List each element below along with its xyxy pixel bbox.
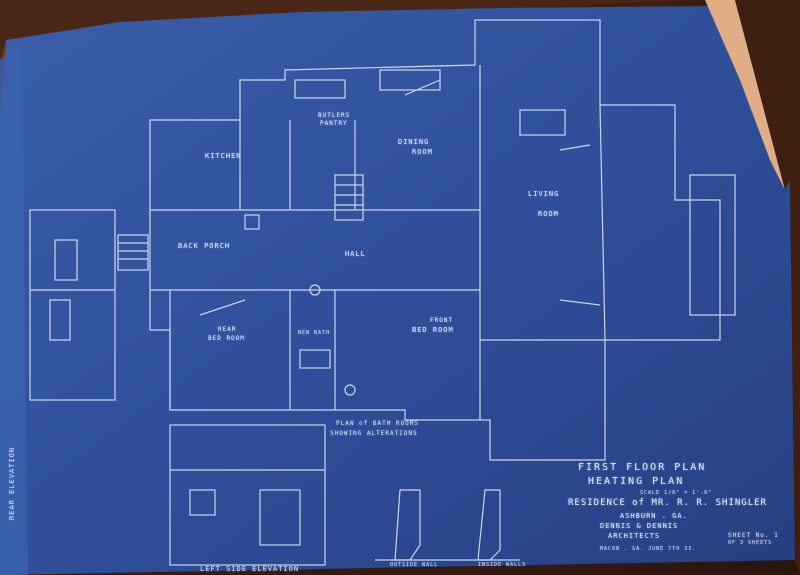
room-label-living-room: ROOM xyxy=(538,210,559,218)
room-label-front: FRONT xyxy=(430,317,454,324)
sink xyxy=(244,214,260,230)
stairs xyxy=(334,174,364,221)
title-scale: SCALE 1/8" = 1'-0" xyxy=(640,490,713,496)
title-block: FIRST FLOOR PLAN HEATING PLAN SCALE 1/8"… xyxy=(560,460,790,570)
room-label-pantry: PANTRY xyxy=(320,120,348,127)
note-bath-alterations: SHOWING ALTERATIONS xyxy=(330,430,418,437)
title-residence: RESIDENCE of MR. R. R. SHINGLER xyxy=(568,498,767,508)
title-sheet-number: SHEET No. 1 xyxy=(728,532,779,539)
room-label-new-bath: NEW BATH xyxy=(298,330,331,336)
side-elevation xyxy=(169,424,326,566)
room-label-butlers: BUTLERS xyxy=(318,112,351,119)
title-city-date: MACON . GA. JUNE 7TH 33. xyxy=(600,546,697,552)
title-architects-2: ARCHITECTS xyxy=(608,532,661,540)
room-label-dining-room: ROOM xyxy=(412,148,433,156)
back-steps xyxy=(117,234,149,271)
note-left-side-elevation: LEFT SIDE ELEVATION xyxy=(200,565,300,573)
note-rear-elevation: REAR ELEVATION xyxy=(8,446,16,520)
note-outside-wall: OUTSIDE WALL xyxy=(390,562,439,568)
fixture xyxy=(344,384,356,396)
wall-outline xyxy=(149,19,721,461)
room-label-back-porch: BACK PORCH xyxy=(178,242,231,250)
room-label-hall: HALL xyxy=(345,250,366,258)
wall xyxy=(599,104,606,341)
torn-corner xyxy=(705,0,785,190)
note-bath-plan: PLAN of BATH ROOMS xyxy=(336,420,420,427)
table-surface xyxy=(735,0,800,575)
room-label-rear-bed-room: BED ROOM xyxy=(208,335,245,342)
window-bay xyxy=(294,79,346,99)
title-heating-plan: HEATING PLAN xyxy=(588,476,685,487)
title-architects: DENNIS & DENNIS xyxy=(600,522,679,530)
room-label-rear: REAR xyxy=(218,326,237,333)
table-surface xyxy=(0,0,700,60)
room-label-dining: DINING xyxy=(398,138,430,146)
room-label-front-bed-room: BED ROOM xyxy=(412,326,454,334)
fixture xyxy=(309,284,321,296)
paper-curl xyxy=(0,44,28,575)
tub xyxy=(299,349,331,369)
title-location: ASHBURN . GA. xyxy=(620,512,688,520)
wall-section-detail xyxy=(394,489,421,561)
note-inside-walls: INSIDE WALLS xyxy=(478,562,527,568)
rear-elevation-sketch xyxy=(29,209,116,401)
wall-section-detail xyxy=(477,489,501,561)
title-sheet-count: OF 3 SHEETS xyxy=(728,540,773,546)
window-bay xyxy=(519,109,566,136)
room-label-living: LIVING xyxy=(528,190,560,198)
room-label-kitchen: KITCHEN xyxy=(205,152,242,160)
porch xyxy=(689,174,736,316)
title-first-floor-plan: FIRST FLOOR PLAN xyxy=(578,462,707,473)
